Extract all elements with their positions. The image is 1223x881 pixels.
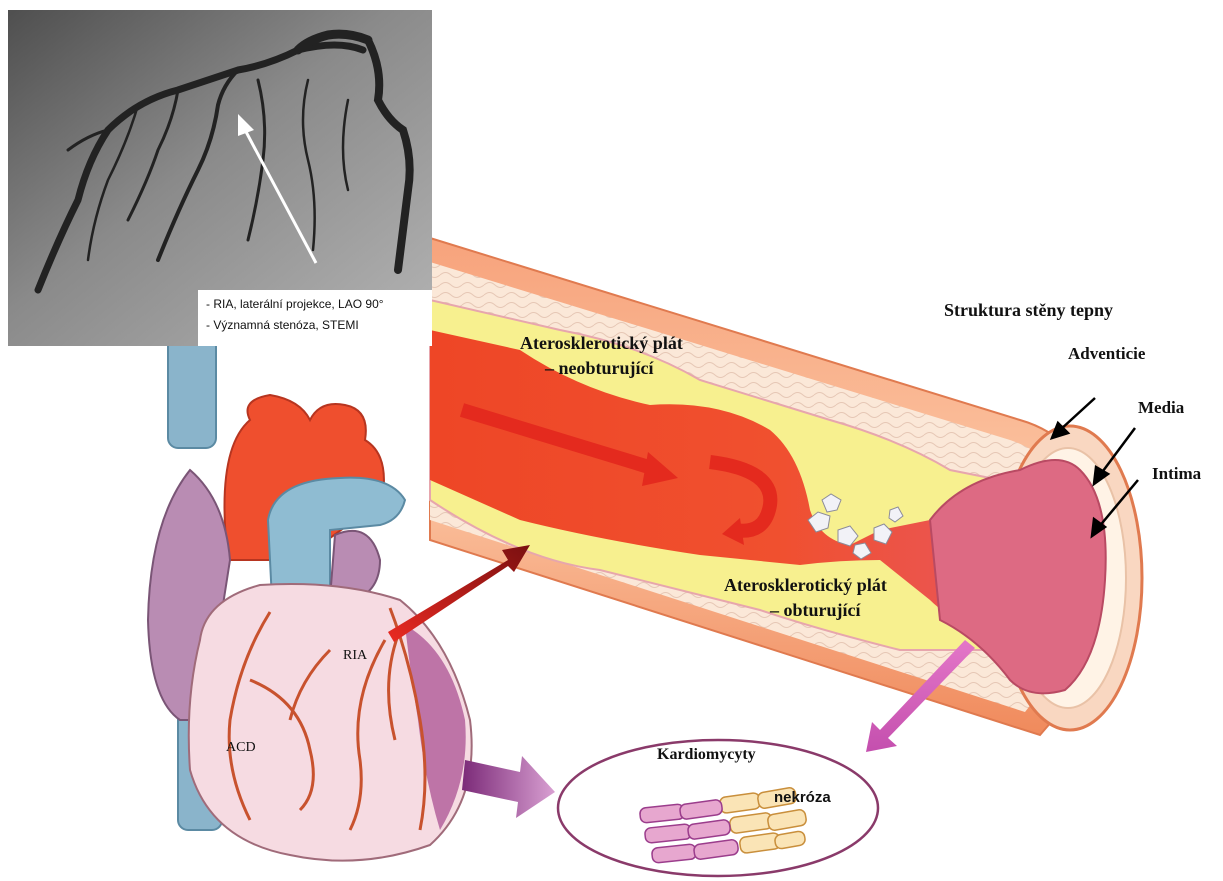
label-plaque-nonobstructive-line1: Aterosklerotický plát (520, 333, 683, 354)
heart-illustration (148, 293, 472, 861)
artery-structure-title: Struktura stěny tepny (944, 300, 1113, 321)
label-plaque-obstructive-line1: Aterosklerotický plát (724, 575, 887, 596)
label-acd: ACD (226, 740, 256, 756)
heart-to-cells-arrow (462, 756, 555, 818)
label-necrosis: nekróza (774, 789, 831, 806)
label-plaque-obstructive-line2: – obturující (770, 600, 861, 621)
label-intima: Intima (1152, 464, 1201, 484)
angiogram-caption-line1: - RIA, laterální projekce, LAO 90° (206, 294, 432, 315)
heart-to-artery-arrow (388, 545, 530, 642)
label-ria: RIA (343, 648, 367, 664)
label-adventicie: Adventicie (1068, 344, 1145, 364)
label-media: Media (1138, 398, 1184, 418)
angiogram-caption: - RIA, laterální projekce, LAO 90° - Výz… (198, 290, 432, 346)
angiogram-caption-line2: - Významná stenóza, STEMI (206, 315, 432, 336)
label-plaque-nonobstructive-line2: – neobturující (545, 358, 654, 379)
label-cardiomyocytes: Kardiomycyty (657, 746, 756, 764)
